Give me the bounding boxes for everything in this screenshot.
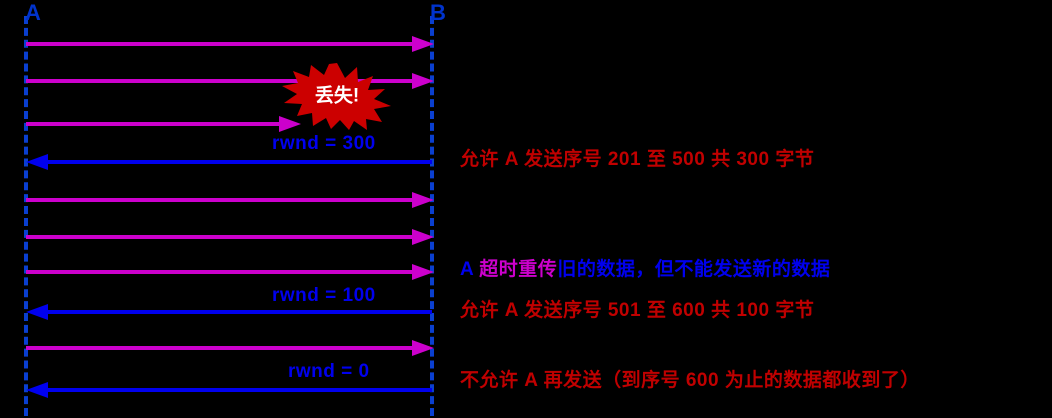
note-retransmit-highlight: 超时重传 [479,259,558,280]
note-rwnd-300: 允许 A 发送序号 201 至 500 共 300 字节 [460,149,815,170]
host-a-label: A [25,0,41,25]
arrow-shaft [46,388,432,392]
arrow-head [412,229,434,245]
data-arrow-3-lost [26,114,301,134]
arrow-head [412,73,434,89]
arrow-head [26,382,48,398]
packet-loss-burst: 丢失! [281,62,393,130]
data-arrow-2 [26,71,434,91]
arrow-head [412,264,434,280]
rwnd-label-0: rwnd = 0 [288,361,370,382]
rwnd-label-300: rwnd = 300 [272,133,376,154]
arrow-shaft [26,42,414,46]
arrow-head [26,304,48,320]
host-b-timeline [430,16,434,416]
arrow-shaft [26,346,414,350]
note-retransmit-suffix: 旧的数据，但不能发送新的数据 [557,259,831,280]
rwnd-label-100: rwnd = 100 [272,285,376,306]
arrow-head [279,116,301,132]
note-rwnd-100: 允许 A 发送序号 501 至 600 共 100 字节 [460,300,815,321]
data-arrow-5 [26,227,434,247]
note-retransmit-prefix: A [460,259,480,280]
arrow-head [412,36,434,52]
ack-arrow-1 [26,152,432,172]
arrow-shaft [26,235,414,239]
arrow-shaft [26,198,414,202]
arrow-head [26,154,48,170]
note-retransmit: A 超时重传旧的数据，但不能发送新的数据 [460,259,830,281]
data-arrow-7 [26,338,434,358]
data-arrow-4 [26,190,434,210]
data-arrow-1 [26,34,434,54]
host-b-label: B [430,0,446,25]
arrow-shaft [46,310,432,314]
arrow-head [412,340,434,356]
ack-arrow-3 [26,380,432,400]
note-rwnd-0: 不允许 A 再发送（到序号 600 为止的数据都收到了） [460,370,920,391]
arrow-shaft [46,160,432,164]
arrow-shaft [26,270,414,274]
host-a-timeline [24,16,28,416]
data-arrow-6 [26,262,434,282]
arrow-shaft [26,122,281,126]
burst-star-icon [282,63,391,130]
arrow-shaft [26,79,414,83]
ack-arrow-2 [26,302,432,322]
burst-label: 丢失! [314,85,360,107]
arrow-head [412,192,434,208]
